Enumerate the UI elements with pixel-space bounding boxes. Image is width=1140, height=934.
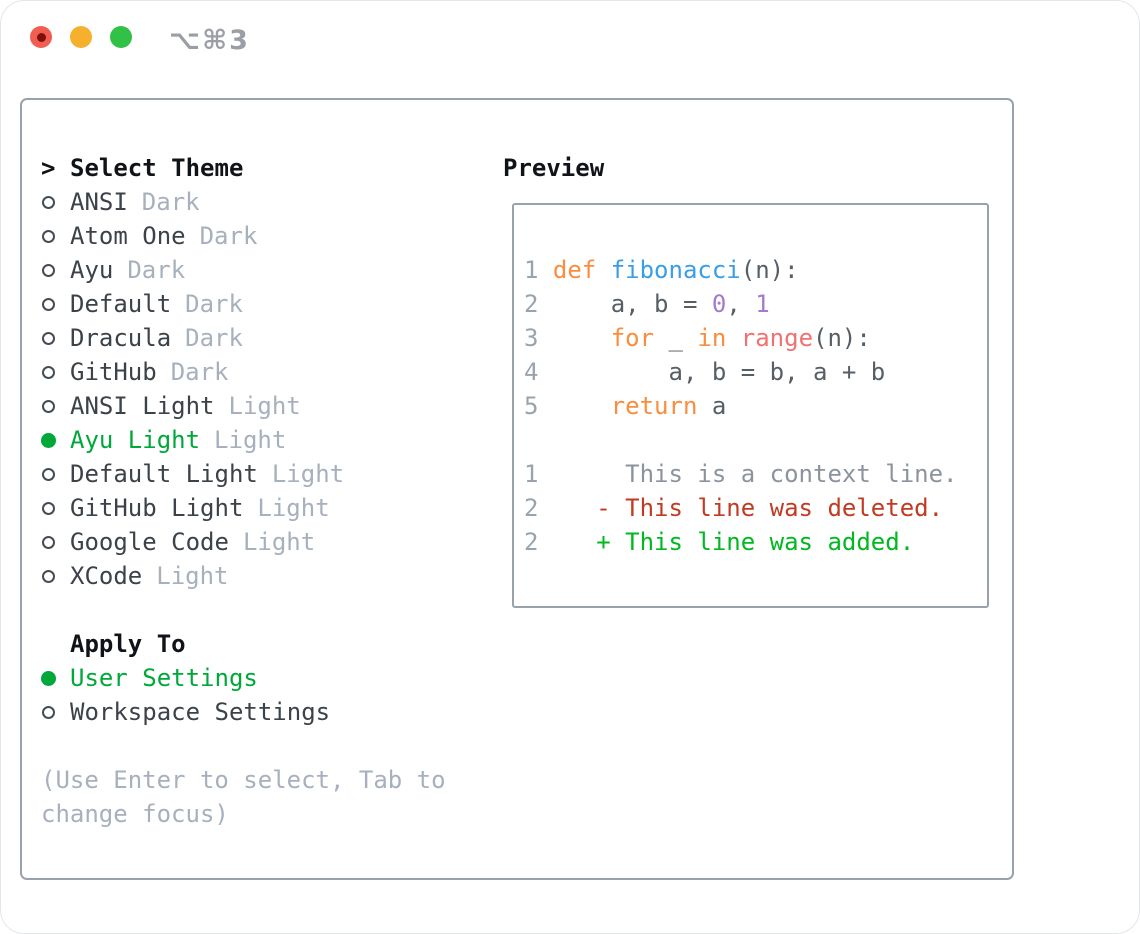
code-line-4: 4 a, b = b, a + b <box>524 358 886 386</box>
option-label: Default Light <box>70 460 258 488</box>
theme-option-google-code[interactable]: Google Code Light <box>41 525 486 559</box>
theme-variant-tag: Light <box>242 528 316 556</box>
option-label: Ayu <box>70 256 114 284</box>
radio-unselected-icon <box>41 297 70 311</box>
theme-option-github-light[interactable]: GitHub Light Light <box>41 491 486 525</box>
theme-variant-tag: Light <box>156 562 229 590</box>
theme-variant-tag: Light <box>271 460 345 488</box>
diff-added-line: 2 + This line was added. <box>524 528 915 556</box>
theme-variant-tag: Dark <box>127 256 186 284</box>
option-label: Default <box>70 290 172 318</box>
radio-selected-icon <box>41 432 70 448</box>
minimize-button[interactable] <box>70 26 92 48</box>
code-line-3: 3 for _ in range(n): <box>524 324 871 352</box>
radio-unselected-icon <box>41 399 70 413</box>
theme-option-github[interactable]: GitHub Dark <box>41 355 486 389</box>
maximize-button[interactable] <box>110 26 132 48</box>
select-theme-heading-label: Select Theme <box>70 154 244 182</box>
theme-variant-tag: Dark <box>185 290 243 318</box>
option-label: GitHub <box>70 358 157 386</box>
keyboard-hint-text: (Use Enter to select, Tab to change focu… <box>41 766 446 828</box>
option-label: Workspace Settings <box>70 698 331 726</box>
diff-deleted-line: 2 - This line was deleted. <box>524 494 944 522</box>
preview-heading: Preview <box>503 154 605 182</box>
theme-option-default[interactable]: Default Dark <box>41 287 486 321</box>
theme-variant-tag: Dark <box>141 188 200 216</box>
code-line-1: 1 def fibonacci(n): <box>524 256 799 284</box>
option-label: XCode <box>70 562 143 590</box>
option-label: Atom One <box>70 222 186 250</box>
theme-option-ayu-light[interactable]: Ayu Light Light <box>41 423 486 457</box>
theme-variant-tag: Dark <box>170 358 229 386</box>
code-line-5: 5 return a <box>524 392 727 420</box>
titlebar: ⌥⌘3 <box>1 1 1139 71</box>
radio-unselected-icon <box>41 195 70 209</box>
diff-context-line: 1 This is a context line. <box>524 460 958 488</box>
theme-variant-tag: Light <box>228 392 301 420</box>
theme-variant-tag: Dark <box>199 222 258 250</box>
apply-option-user-settings[interactable]: User Settings <box>41 661 486 695</box>
radio-unselected-icon <box>41 263 70 277</box>
apply-option-workspace-settings[interactable]: Workspace Settings <box>41 695 486 729</box>
theme-variant-tag: Light <box>214 426 287 454</box>
radio-unselected-icon <box>41 467 70 481</box>
select-theme-heading: > Select Theme <box>41 151 486 185</box>
window-shortcut-label: ⌥⌘3 <box>169 25 250 56</box>
code-preview: 1 def fibonacci(n): 2 a, b = 0, 1 3 for _ … <box>524 253 987 559</box>
preview-box: 1 def fibonacci(n): 2 a, b = 0, 1 3 for _ … <box>512 203 989 608</box>
theme-variant-tag: Light <box>257 494 330 522</box>
unsaved-indicator-dot <box>36 32 46 42</box>
close-button[interactable] <box>30 26 52 48</box>
prompt-marker-icon: > <box>41 154 56 182</box>
theme-option-ansi-light[interactable]: ANSI Light Light <box>41 389 486 423</box>
option-label: Google Code <box>70 528 229 556</box>
apply-to-heading: Apply To <box>41 627 486 661</box>
apply-to-heading-label: Apply To <box>70 630 186 658</box>
theme-option-ansi[interactable]: ANSI Dark <box>41 185 486 219</box>
option-label: User Settings <box>70 664 258 692</box>
radio-unselected-icon <box>41 501 70 515</box>
radio-unselected-icon <box>41 365 70 379</box>
option-label: Dracula <box>70 324 172 352</box>
option-label: Ayu Light <box>70 426 201 454</box>
option-label: ANSI <box>70 188 128 216</box>
theme-option-dracula[interactable]: Dracula Dark <box>41 321 486 355</box>
radio-unselected-icon <box>41 535 70 549</box>
option-label: ANSI Light <box>70 392 215 420</box>
option-label: GitHub Light <box>70 494 244 522</box>
theme-option-xcode[interactable]: XCode Light <box>41 559 486 593</box>
radio-unselected-icon <box>41 331 70 345</box>
radio-selected-icon <box>41 670 70 686</box>
blank-line <box>524 423 987 457</box>
theme-option-atom-one[interactable]: Atom One Dark <box>41 219 486 253</box>
code-line-2: 2 a, b = 0, 1 <box>524 290 770 318</box>
section-spacer <box>41 593 486 627</box>
theme-option-ayu[interactable]: Ayu Dark <box>41 253 486 287</box>
theme-option-default-light[interactable]: Default Light Light <box>41 457 486 491</box>
radio-unselected-icon <box>41 705 70 719</box>
theme-variant-tag: Dark <box>185 324 243 352</box>
radio-unselected-icon <box>41 569 70 583</box>
radio-unselected-icon <box>41 229 70 243</box>
